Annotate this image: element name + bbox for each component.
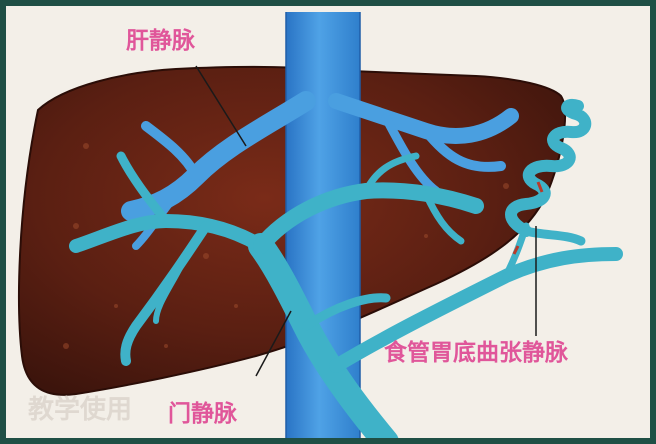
label-portal-vein: 门静脉 <box>168 400 238 427</box>
liver-vasculature-illustration: 肝静脉 门静脉 食管胃底曲张静脉 教学使用 <box>6 6 650 438</box>
anatomy-diagram: 肝静脉 门静脉 食管胃底曲张静脉 教学使用 <box>6 6 650 438</box>
label-hepatic-veins: 肝静脉 <box>126 27 196 54</box>
watermark: 教学使用 <box>28 394 132 425</box>
label-fundic-varices: 食管胃底曲张静脉 <box>384 339 569 366</box>
